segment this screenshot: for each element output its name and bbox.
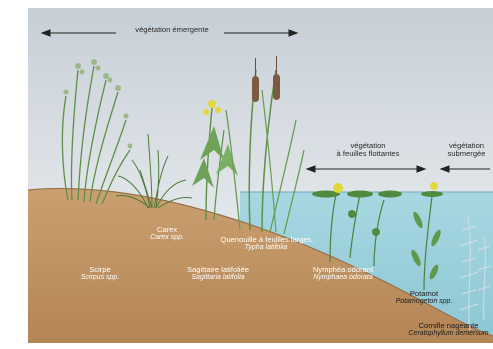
plant-name: Carex xyxy=(132,226,202,234)
lily-flower xyxy=(333,183,343,193)
plant-label-nymphea: Nymphéa odorant Nymphaea odorata xyxy=(300,266,386,282)
submerged-zone-label-line2: submergée xyxy=(440,150,493,158)
plant-label-quenouille: Quenouille à feuilles larges Typha latif… xyxy=(208,236,324,252)
submerged-zone-label: végétation submergée xyxy=(440,142,493,159)
plant-label-sagittaire: Sagittaire latifoliée Sagittaria latifol… xyxy=(168,266,268,282)
plant-latin-name: Sagittaria latifolia xyxy=(168,274,268,282)
plant-name: Potamot xyxy=(386,290,462,298)
typha-spike xyxy=(252,76,259,102)
emergent-zone-label: végétation émergente xyxy=(118,26,226,34)
floating-zone-label: végétation à feuilles flottantes xyxy=(318,142,418,159)
plant-latin-name: Nymphaea odorata xyxy=(300,274,386,282)
plant-label-cornifle: Cornifle nageante Ceratophyllum demersum xyxy=(404,322,493,338)
plant-latin-name: Carex spp. xyxy=(132,234,202,242)
plant-name: Scirpe xyxy=(60,266,140,274)
plant-latin-name: Typha latifolia xyxy=(208,244,324,252)
floating-zone-label-line2: à feuilles flottantes xyxy=(318,150,418,158)
plant-latin-name: Ceratophyllum demersum xyxy=(404,330,493,338)
plant-label-scirpe: Scirpe Scirpus spp. xyxy=(60,266,140,282)
plant-name: Sagittaire latifoliée xyxy=(168,266,268,274)
plant-name: Cornifle nageante xyxy=(404,322,493,330)
typha-spike xyxy=(273,74,280,100)
plant-latin-name: Scirpus spp. xyxy=(60,274,140,282)
plant-name: Nymphéa odorant xyxy=(300,266,386,274)
plant-name: Quenouille à feuilles larges xyxy=(208,236,324,244)
plant-label-carex: Carex Carex spp. xyxy=(132,226,202,242)
plant-latin-name: Potamogeton spp. xyxy=(386,298,462,306)
plant-label-potamot: Potamot Potamogeton spp. xyxy=(386,290,462,306)
